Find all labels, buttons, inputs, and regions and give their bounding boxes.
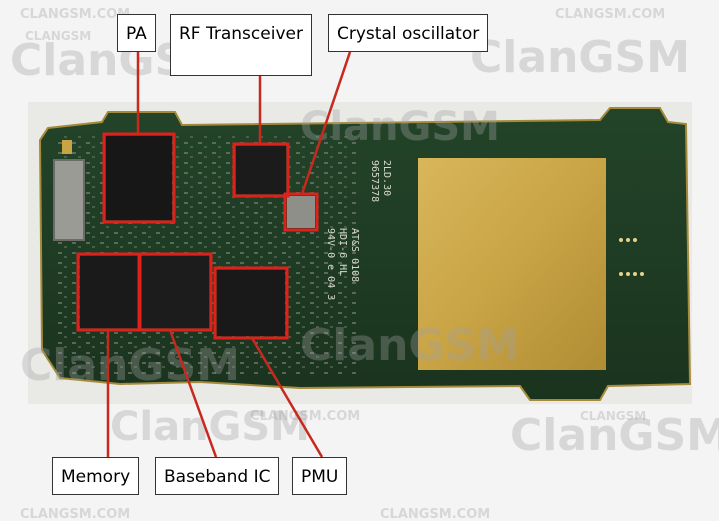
watermark: CLANGSM.COM xyxy=(555,7,665,22)
crystal-oscillator-label: Crystal oscillator xyxy=(328,14,489,52)
pmu-highlight xyxy=(213,266,289,340)
watermark: CLANGSM.COM xyxy=(380,507,490,521)
silkscreen-rating: 94V-0 e 04 3 xyxy=(325,228,336,300)
baseband-ic-label: Baseband IC xyxy=(155,457,280,495)
baseband-leader-line xyxy=(168,329,218,458)
watermark: CLANGSM.COM xyxy=(250,409,360,424)
watermark: CLANGSM xyxy=(25,29,91,43)
memory-label: Memory xyxy=(52,457,140,495)
watermark: ClanGSM xyxy=(20,340,240,391)
watermark: ClanGSM xyxy=(300,320,520,371)
crystal-oscillator-leader-line xyxy=(300,51,352,195)
baseband-chip xyxy=(141,256,209,328)
watermark: CLANGSM xyxy=(580,409,646,423)
leader-lines xyxy=(106,51,352,458)
silkscreen-code: 2LD.30 xyxy=(381,160,392,196)
pa-label: PA xyxy=(117,14,156,52)
shield-pad-dots xyxy=(619,238,644,276)
crystal-oscillator-chip xyxy=(287,196,315,228)
rf-transceiver-chip xyxy=(236,146,286,194)
silkscreen-maker: AT&S 0108 xyxy=(349,228,360,282)
baseband-highlight xyxy=(137,252,213,332)
watermark: ClanGSM xyxy=(470,32,690,83)
rf-transceiver-label: RF Transceiver xyxy=(170,14,312,76)
gold-shield-pad xyxy=(418,158,606,370)
watermark: ClanGSM xyxy=(510,410,719,461)
watermark: ClanGSM xyxy=(300,104,500,150)
memory-chip xyxy=(80,256,138,328)
connector-pad xyxy=(62,140,72,154)
pmu-label: PMU xyxy=(292,457,348,495)
watermark: CLANGSM.COM xyxy=(20,507,130,521)
crystal-oscillator-highlight xyxy=(283,192,319,232)
pa-chip xyxy=(106,136,172,220)
side-connector xyxy=(53,159,85,241)
pmu-leader-line xyxy=(250,337,324,458)
silkscreen-hdi: HDI-6 HL xyxy=(337,228,348,276)
silkscreen-serial: 9657378 xyxy=(369,160,380,202)
pmu-chip xyxy=(217,270,285,336)
watermark: CLANGSM.COM xyxy=(20,7,130,22)
